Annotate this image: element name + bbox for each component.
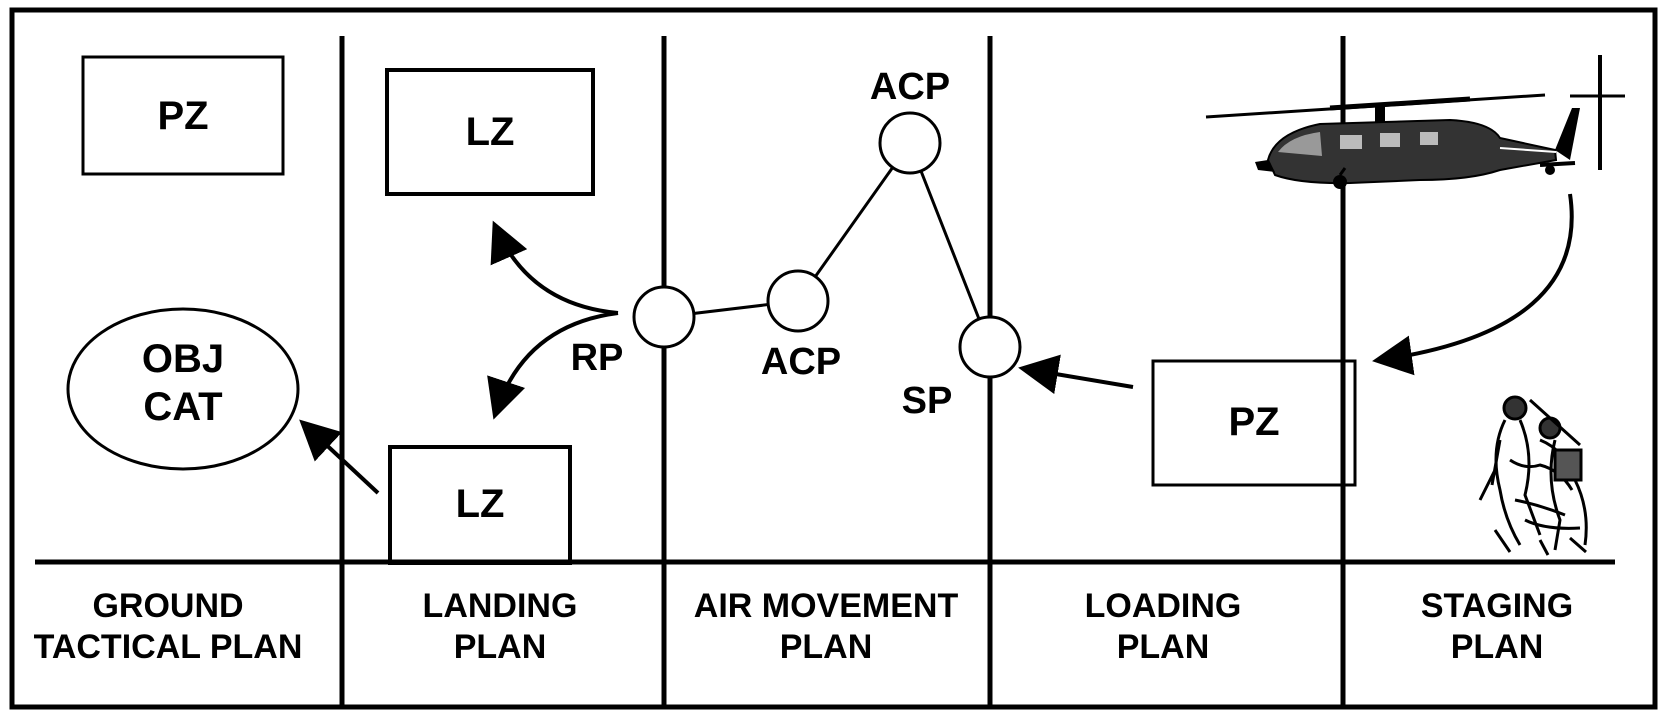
objective-ellipse [66, 307, 300, 471]
pz-box-staging [1151, 359, 1357, 487]
acp-low-label: ACP [761, 341, 841, 383]
sp-circle [958, 315, 1022, 379]
arrow-rp-to-lz-lower [487, 311, 619, 420]
arrow-rp-to-lz-upper [490, 220, 619, 315]
objective-label-line2: CAT [143, 385, 222, 429]
column-label-loading-line2: PLAN [1117, 628, 1210, 666]
pz-box-staging-label: PZ [1228, 400, 1279, 444]
rp-label: RP [571, 337, 624, 379]
arrow-lz-to-objective [299, 419, 380, 495]
rp-circle [632, 285, 696, 349]
column-label-ground-line2: TACTICAL PLAN [34, 628, 303, 666]
lz-box-lower-label: LZ [456, 482, 505, 526]
arrow-pz-to-sp [1018, 354, 1134, 395]
column-label-landing-line1: LANDING [423, 587, 578, 625]
lz-box-upper [385, 68, 595, 196]
column-label-landing-line2: PLAN [454, 628, 547, 666]
flight-route-line [663, 139, 992, 348]
pz-box-ground [81, 55, 285, 176]
column-label-staging-line2: PLAN [1451, 628, 1544, 666]
column-label-ground-line1: GROUND [92, 587, 243, 625]
arrow-helicopter-to-pz [1372, 193, 1574, 376]
column-label-air-movement-line2: PLAN [780, 628, 873, 666]
objective-label-line1: OBJ [142, 337, 224, 381]
helicopter-icon [1205, 55, 1625, 189]
lz-box-upper-label: LZ [466, 110, 515, 154]
soldiers-icon [1478, 395, 1588, 556]
acp-low-circle [766, 269, 830, 333]
acp-high-circle [878, 111, 942, 175]
acp-high-label: ACP [870, 66, 950, 108]
column-label-staging-line1: STAGING [1421, 587, 1573, 625]
lz-box-lower [388, 445, 572, 565]
column-label-air-movement-line1: AIR MOVEMENT [694, 587, 959, 625]
column-label-loading-line1: LOADING [1085, 587, 1242, 625]
sp-label: SP [902, 380, 953, 422]
pz-box-ground-label: PZ [157, 94, 208, 138]
